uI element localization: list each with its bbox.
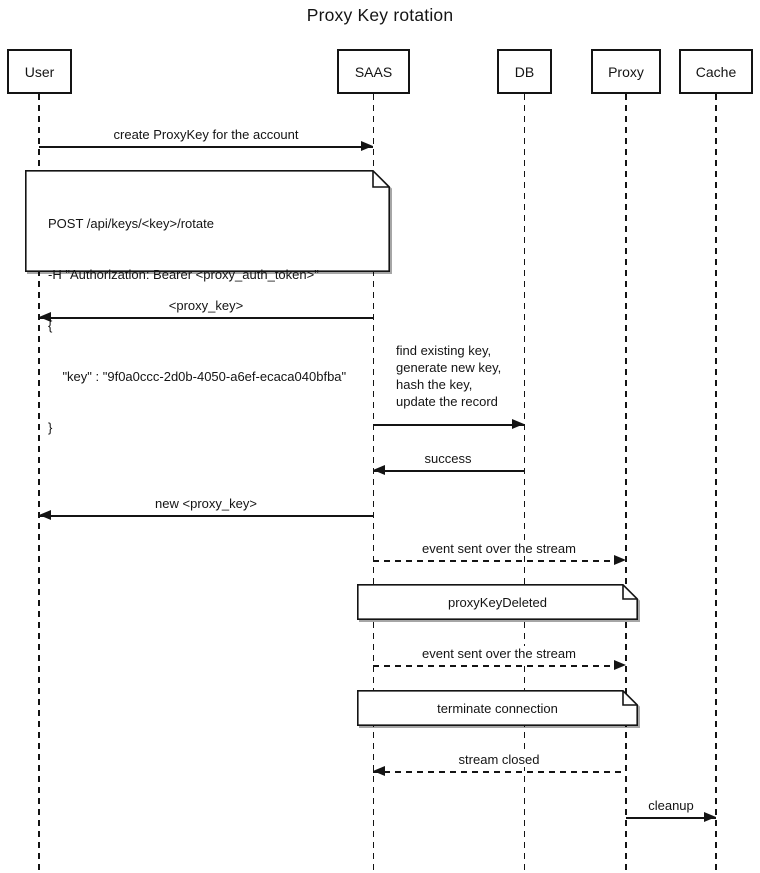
message-line-db-operations bbox=[373, 424, 524, 426]
arrowhead-left-icon bbox=[373, 465, 385, 476]
message-line-event-stream-2 bbox=[373, 665, 626, 667]
note-line: } bbox=[48, 420, 53, 435]
arrowhead-right-icon bbox=[361, 141, 373, 152]
message-line-success bbox=[373, 470, 524, 472]
note-line: -H "Authorization: Bearer <proxy_auth_to… bbox=[48, 267, 319, 282]
note-outline-icon bbox=[25, 170, 390, 272]
message-label-db-operations: find existing key, generate new key, has… bbox=[396, 342, 501, 410]
note-request-payload-text: POST /api/keys/<key>/rotate -H "Authoriz… bbox=[48, 181, 346, 470]
lifeline-cache bbox=[715, 94, 717, 870]
note-line: "key" : "9f0a0ccc-2d0b-4050-a6ef-ecaca04… bbox=[48, 369, 347, 384]
lifeline-saas bbox=[372, 94, 375, 870]
lifeline-db bbox=[523, 94, 526, 870]
message-label-cleanup: cleanup bbox=[645, 798, 697, 813]
message-line-stream-closed bbox=[373, 771, 626, 773]
actor-saas: SAAS bbox=[337, 49, 410, 94]
note-request-payload: POST /api/keys/<key>/rotate -H "Authoriz… bbox=[25, 170, 390, 435]
diagram-title: Proxy Key rotation bbox=[306, 5, 454, 25]
message-line-cleanup bbox=[626, 817, 716, 819]
note-line: { bbox=[48, 318, 53, 333]
message-label-success: success bbox=[421, 451, 475, 466]
arrowhead-right-icon bbox=[614, 660, 626, 671]
arrowhead-right-icon bbox=[614, 555, 626, 566]
note-proxykey-deleted: proxyKeyDeleted bbox=[357, 584, 638, 620]
lifeline-user bbox=[38, 94, 40, 870]
note-outline-icon bbox=[357, 690, 638, 726]
actor-db: DB bbox=[497, 49, 552, 94]
arrowhead-left-icon bbox=[373, 766, 385, 777]
actor-saas-label: SAAS bbox=[354, 63, 393, 80]
arrowhead-right-icon bbox=[704, 812, 716, 823]
actor-db-label: DB bbox=[514, 63, 535, 80]
actor-cache: Cache bbox=[679, 49, 753, 94]
arrowhead-left-icon bbox=[39, 510, 51, 521]
actor-cache-label: Cache bbox=[695, 63, 737, 80]
actor-user: User bbox=[7, 49, 72, 94]
note-terminate-connection: terminate connection bbox=[357, 690, 638, 726]
message-line-create-proxykey bbox=[39, 146, 373, 148]
message-label-stream-closed: stream closed bbox=[455, 752, 543, 767]
message-label-line: hash the key, bbox=[396, 377, 473, 392]
message-label-proxy-key: <proxy_key> bbox=[165, 298, 247, 313]
arrowhead-right-icon bbox=[512, 419, 524, 430]
message-label-line: generate new key, bbox=[396, 360, 502, 375]
message-label-create-proxykey: create ProxyKey for the account bbox=[110, 127, 302, 142]
message-label-line: find existing key, bbox=[396, 343, 492, 358]
message-line-event-stream-1 bbox=[373, 560, 626, 562]
note-proxykey-deleted-text: proxyKeyDeleted bbox=[448, 594, 547, 610]
message-line-proxy-key bbox=[39, 317, 373, 319]
lifeline-proxy bbox=[625, 94, 627, 870]
note-terminate-connection-text: terminate connection bbox=[437, 700, 558, 716]
note-outline-icon bbox=[357, 584, 638, 620]
message-label-new-proxy-key: new <proxy_key> bbox=[152, 496, 260, 511]
message-label-line: update the record bbox=[396, 394, 498, 409]
note-line: POST /api/keys/<key>/rotate bbox=[48, 216, 214, 231]
actor-proxy: Proxy bbox=[591, 49, 661, 94]
message-line-new-proxy-key bbox=[39, 515, 373, 517]
message-label-event-stream-1: event sent over the stream bbox=[419, 541, 579, 556]
message-label-event-stream-2: event sent over the stream bbox=[419, 646, 579, 661]
actor-proxy-label: Proxy bbox=[608, 63, 644, 80]
actor-user-label: User bbox=[24, 63, 55, 80]
arrowhead-left-icon bbox=[39, 312, 51, 323]
